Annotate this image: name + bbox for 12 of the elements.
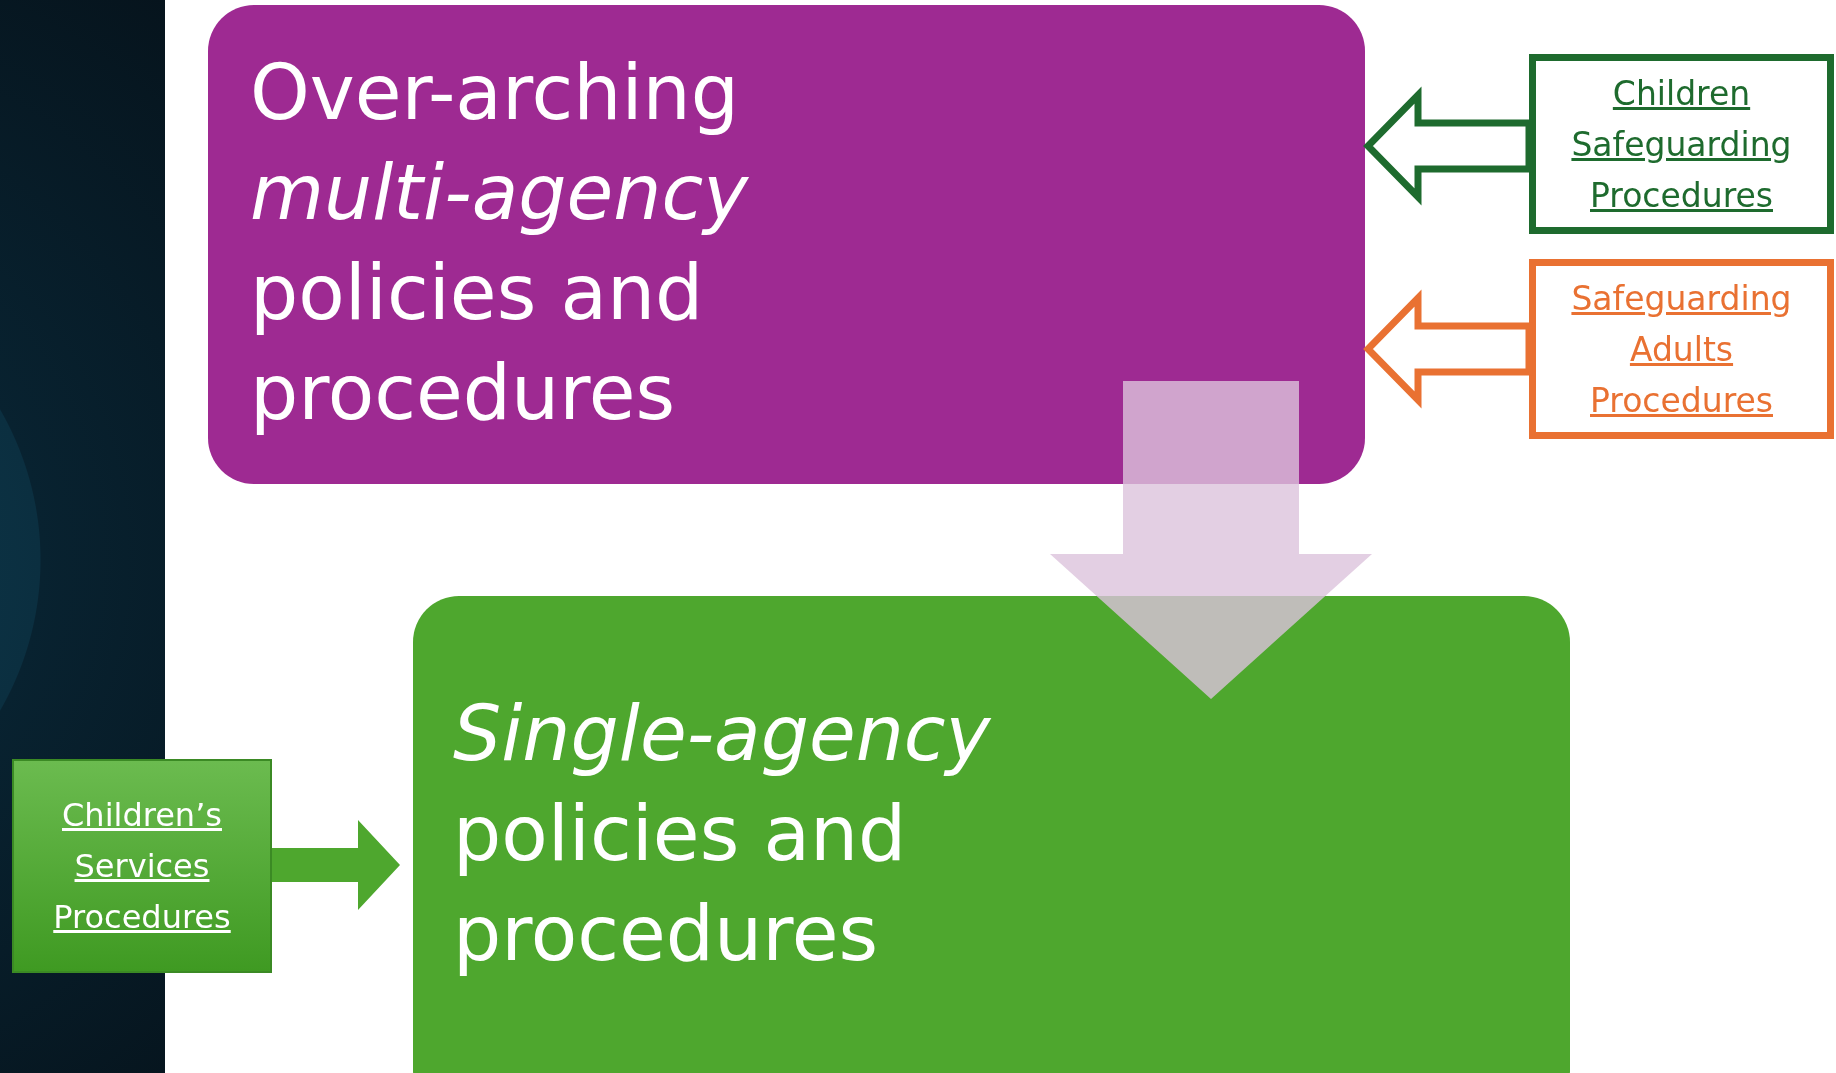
procedures-link: Safeguarding Adults Procedures (1570, 277, 1793, 422)
policy-box (413, 596, 1570, 1073)
block-arrow (272, 820, 400, 910)
policy-box (208, 5, 1365, 484)
block-arrow (1050, 381, 1372, 699)
procedures-link: Children Safeguarding Procedures (1570, 72, 1793, 217)
procedure-box (1529, 259, 1834, 439)
box-heading: Single-agency policies and procedures (453, 688, 992, 980)
procedures-link: Children’s Services Procedures (52, 794, 232, 938)
box-heading: Over-arching multi-agency policies and procedures (250, 47, 750, 439)
procedure-box (1529, 54, 1834, 234)
procedure-box (12, 759, 272, 973)
